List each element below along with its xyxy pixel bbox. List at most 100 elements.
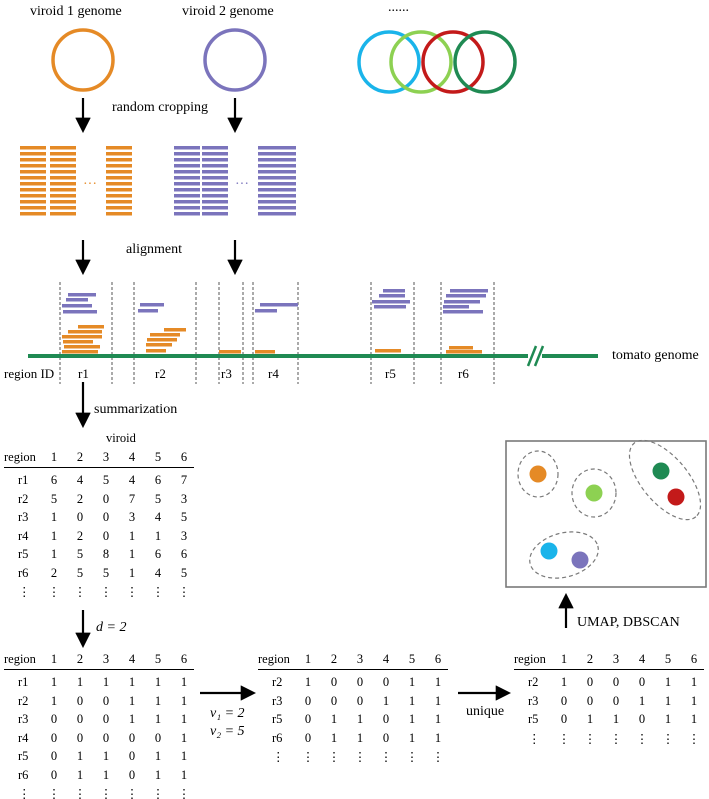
table-cell: 1 (180, 730, 188, 745)
table-cell: 1 (330, 730, 338, 745)
region-boundaries (59, 282, 495, 384)
read-bar (258, 182, 296, 186)
table-cell: ⋮ (405, 750, 419, 764)
reads-ellipsis-1: ··· (83, 177, 97, 192)
table-cell: 1 (128, 712, 136, 726)
table-cell: 1 (664, 693, 672, 708)
aligned-read-bar (219, 350, 241, 354)
table-cell: 4 (154, 565, 162, 580)
table-cell: 0 (128, 749, 136, 763)
table-cell: ⋮ (661, 731, 675, 746)
table-cell: 5 (180, 510, 188, 524)
read-bar (50, 170, 76, 174)
region-id-r5: r5 (385, 366, 396, 381)
table-col-header-region: region (4, 652, 36, 666)
table-cell: 0 (50, 767, 58, 782)
table-cell: 5 (50, 491, 58, 506)
table-row-id: r2 (272, 675, 283, 689)
table-cell: 5 (102, 473, 110, 487)
read-bar (174, 182, 200, 186)
read-bar (174, 170, 200, 174)
other-viroid-circles (357, 30, 517, 94)
read-bar (20, 158, 46, 162)
region-id-r2: r2 (155, 366, 166, 381)
read-bar (50, 188, 76, 192)
table-cell: 1 (690, 712, 698, 726)
read-bar (50, 206, 76, 210)
table-cell: 6 (50, 473, 58, 487)
table-col-header: 4 (128, 652, 136, 666)
table-row-id: r1 (18, 675, 29, 689)
aligned-read-bar (147, 338, 177, 342)
table-col-header: 4 (382, 652, 390, 666)
table-header-rule (4, 467, 194, 468)
table-cell: ⋮ (151, 585, 165, 599)
table-row-id: r6 (272, 730, 283, 745)
read-bar (258, 152, 296, 156)
table-cell: ⋮ (99, 787, 113, 799)
table-cell: 1 (434, 675, 442, 689)
table-cell: 1 (50, 675, 58, 689)
table-col-header: 1 (50, 652, 58, 666)
table-cell: 4 (154, 510, 162, 524)
table-cell: 1 (154, 767, 162, 782)
table-row-id: r2 (18, 491, 29, 506)
read-bar (202, 212, 228, 216)
table-cell: 0 (382, 712, 390, 726)
table-col-header: 3 (612, 652, 620, 666)
table-row-id: ⋮ (18, 787, 31, 799)
read-bar (20, 152, 46, 156)
read-bar (106, 176, 132, 180)
table-cell: 5 (76, 547, 84, 561)
table-cell: 0 (102, 491, 110, 506)
read-bar (258, 194, 296, 198)
table-cell: ⋮ (125, 585, 139, 599)
table-row-id: r6 (18, 767, 29, 782)
aligned-read-bar (62, 304, 92, 308)
table-cell: 1 (586, 712, 594, 726)
table-cell: 1 (154, 693, 162, 708)
read-bar (50, 182, 76, 186)
v1-threshold-label: v₁ = 2 (210, 706, 245, 721)
viroid2-reads (174, 146, 296, 216)
table-cell: 3 (180, 491, 188, 506)
table-cell: 1 (102, 749, 110, 763)
region-id-r4: r4 (268, 366, 279, 381)
region-id-label: region ID (4, 366, 55, 381)
table-cell: 1 (434, 693, 442, 708)
read-bar (50, 194, 76, 198)
read-bar (50, 146, 76, 150)
aligned-read-bar (63, 310, 97, 314)
read-bar (202, 194, 228, 198)
table-cell: 1 (102, 675, 110, 689)
table-cell: 0 (586, 675, 594, 689)
aligned-read-bar (450, 289, 488, 293)
table-cell: 0 (128, 730, 136, 745)
table-cell: 1 (356, 730, 364, 745)
table-cell: 1 (434, 730, 442, 745)
read-bar (20, 146, 46, 150)
read-bar (174, 188, 200, 192)
read-bar (258, 206, 296, 210)
table-col-header: 6 (434, 652, 442, 666)
aligned-read-bar (78, 325, 104, 329)
table-cell: 0 (638, 712, 646, 726)
table-cell: 1 (612, 712, 620, 726)
table-cell: 6 (154, 473, 162, 487)
aligned-read-bar (444, 300, 480, 304)
aligned-read-bar (146, 343, 172, 347)
table-cell: 0 (50, 712, 58, 726)
more-viroids-ellipsis: ...... (388, 0, 409, 15)
aligned-read-bar (446, 350, 482, 354)
read-bar (174, 194, 200, 198)
table-cell: 0 (560, 712, 568, 726)
read-bar (20, 200, 46, 204)
table-cell: ⋮ (125, 787, 139, 799)
table-cell: ⋮ (73, 787, 87, 799)
table-cell: 5 (102, 565, 110, 580)
table-row-id: r2 (528, 675, 539, 689)
region-id-r3: r3 (221, 366, 232, 381)
table-cell: 0 (382, 730, 390, 745)
table-row-id: ⋮ (272, 750, 285, 764)
